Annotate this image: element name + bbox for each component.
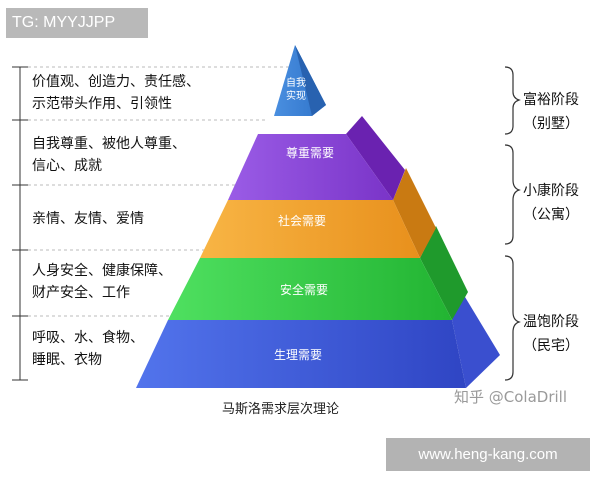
guide-lines [28, 66, 290, 317]
left-ruler [12, 66, 28, 381]
level-label-line: 实现 [286, 91, 306, 102]
desc-social: 亲情、友情、爱情 [32, 208, 144, 230]
stage-line: 温饱阶段 [523, 314, 579, 330]
desc-line: 人身安全、健康保障、 [32, 263, 172, 279]
desc-esteem: 自我尊重、被他人尊重、 信心、成就 [32, 133, 186, 177]
pyramid-level-physiological [136, 292, 500, 388]
right-braces [504, 66, 521, 381]
stage-wealthy: 富裕阶段 （别墅） [520, 88, 582, 136]
diagram-caption: 马斯洛需求层次理论 [222, 402, 340, 417]
desc-self-actualization: 价值观、创造力、责任感、 示范带头作用、引领性 [32, 71, 200, 115]
level-label-esteem: 尊重需要 [285, 146, 334, 160]
brace-comfortable [504, 144, 521, 245]
stage-subsistence: 温饱阶段 （民宅） [520, 310, 582, 358]
brace-subsistence [504, 255, 521, 381]
tg-tag: TG: MYYJJPP [6, 8, 148, 38]
pyramid-level-safety [168, 226, 468, 320]
level-label-social: 社会需要 [277, 214, 326, 228]
desc-line: 信心、成就 [32, 158, 102, 174]
desc-line: 财产安全、工作 [32, 285, 130, 301]
brace-wealthy [504, 66, 521, 135]
stage-line: （民宅） [523, 338, 579, 354]
pyramid-level-esteem [228, 116, 405, 200]
level-label-physiological: 生理需要 [273, 348, 322, 362]
level-label-self-actualization: 自我 实现 [278, 77, 314, 103]
desc-line: 价值观、创造力、责任感、 [32, 74, 200, 90]
level-label-safety: 安全需要 [279, 283, 328, 297]
zhihu-watermark: 知乎 @ColaDrill [454, 388, 567, 406]
stage-line: 小康阶段 [523, 183, 579, 199]
stage-comfortable: 小康阶段 （公寓） [520, 179, 582, 227]
desc-line: 呼吸、水、食物、 [32, 330, 144, 346]
desc-line: 示范带头作用、引领性 [32, 96, 172, 112]
stage-line: 富裕阶段 [523, 92, 579, 108]
site-watermark: www.heng-kang.com [386, 438, 590, 471]
stage-line: （别墅） [523, 116, 579, 132]
desc-line: 亲情、友情、爱情 [32, 211, 144, 227]
pyramid-level-self-actualization [274, 45, 326, 116]
level-label-line: 自我 [286, 78, 306, 89]
stage-line: （公寓） [523, 207, 579, 223]
desc-safety: 人身安全、健康保障、 财产安全、工作 [32, 260, 172, 304]
desc-physiological: 呼吸、水、食物、 睡眠、衣物 [32, 327, 144, 371]
desc-line: 自我尊重、被他人尊重、 [32, 136, 186, 152]
pyramid-level-social [200, 168, 436, 258]
desc-line: 睡眠、衣物 [32, 352, 102, 368]
